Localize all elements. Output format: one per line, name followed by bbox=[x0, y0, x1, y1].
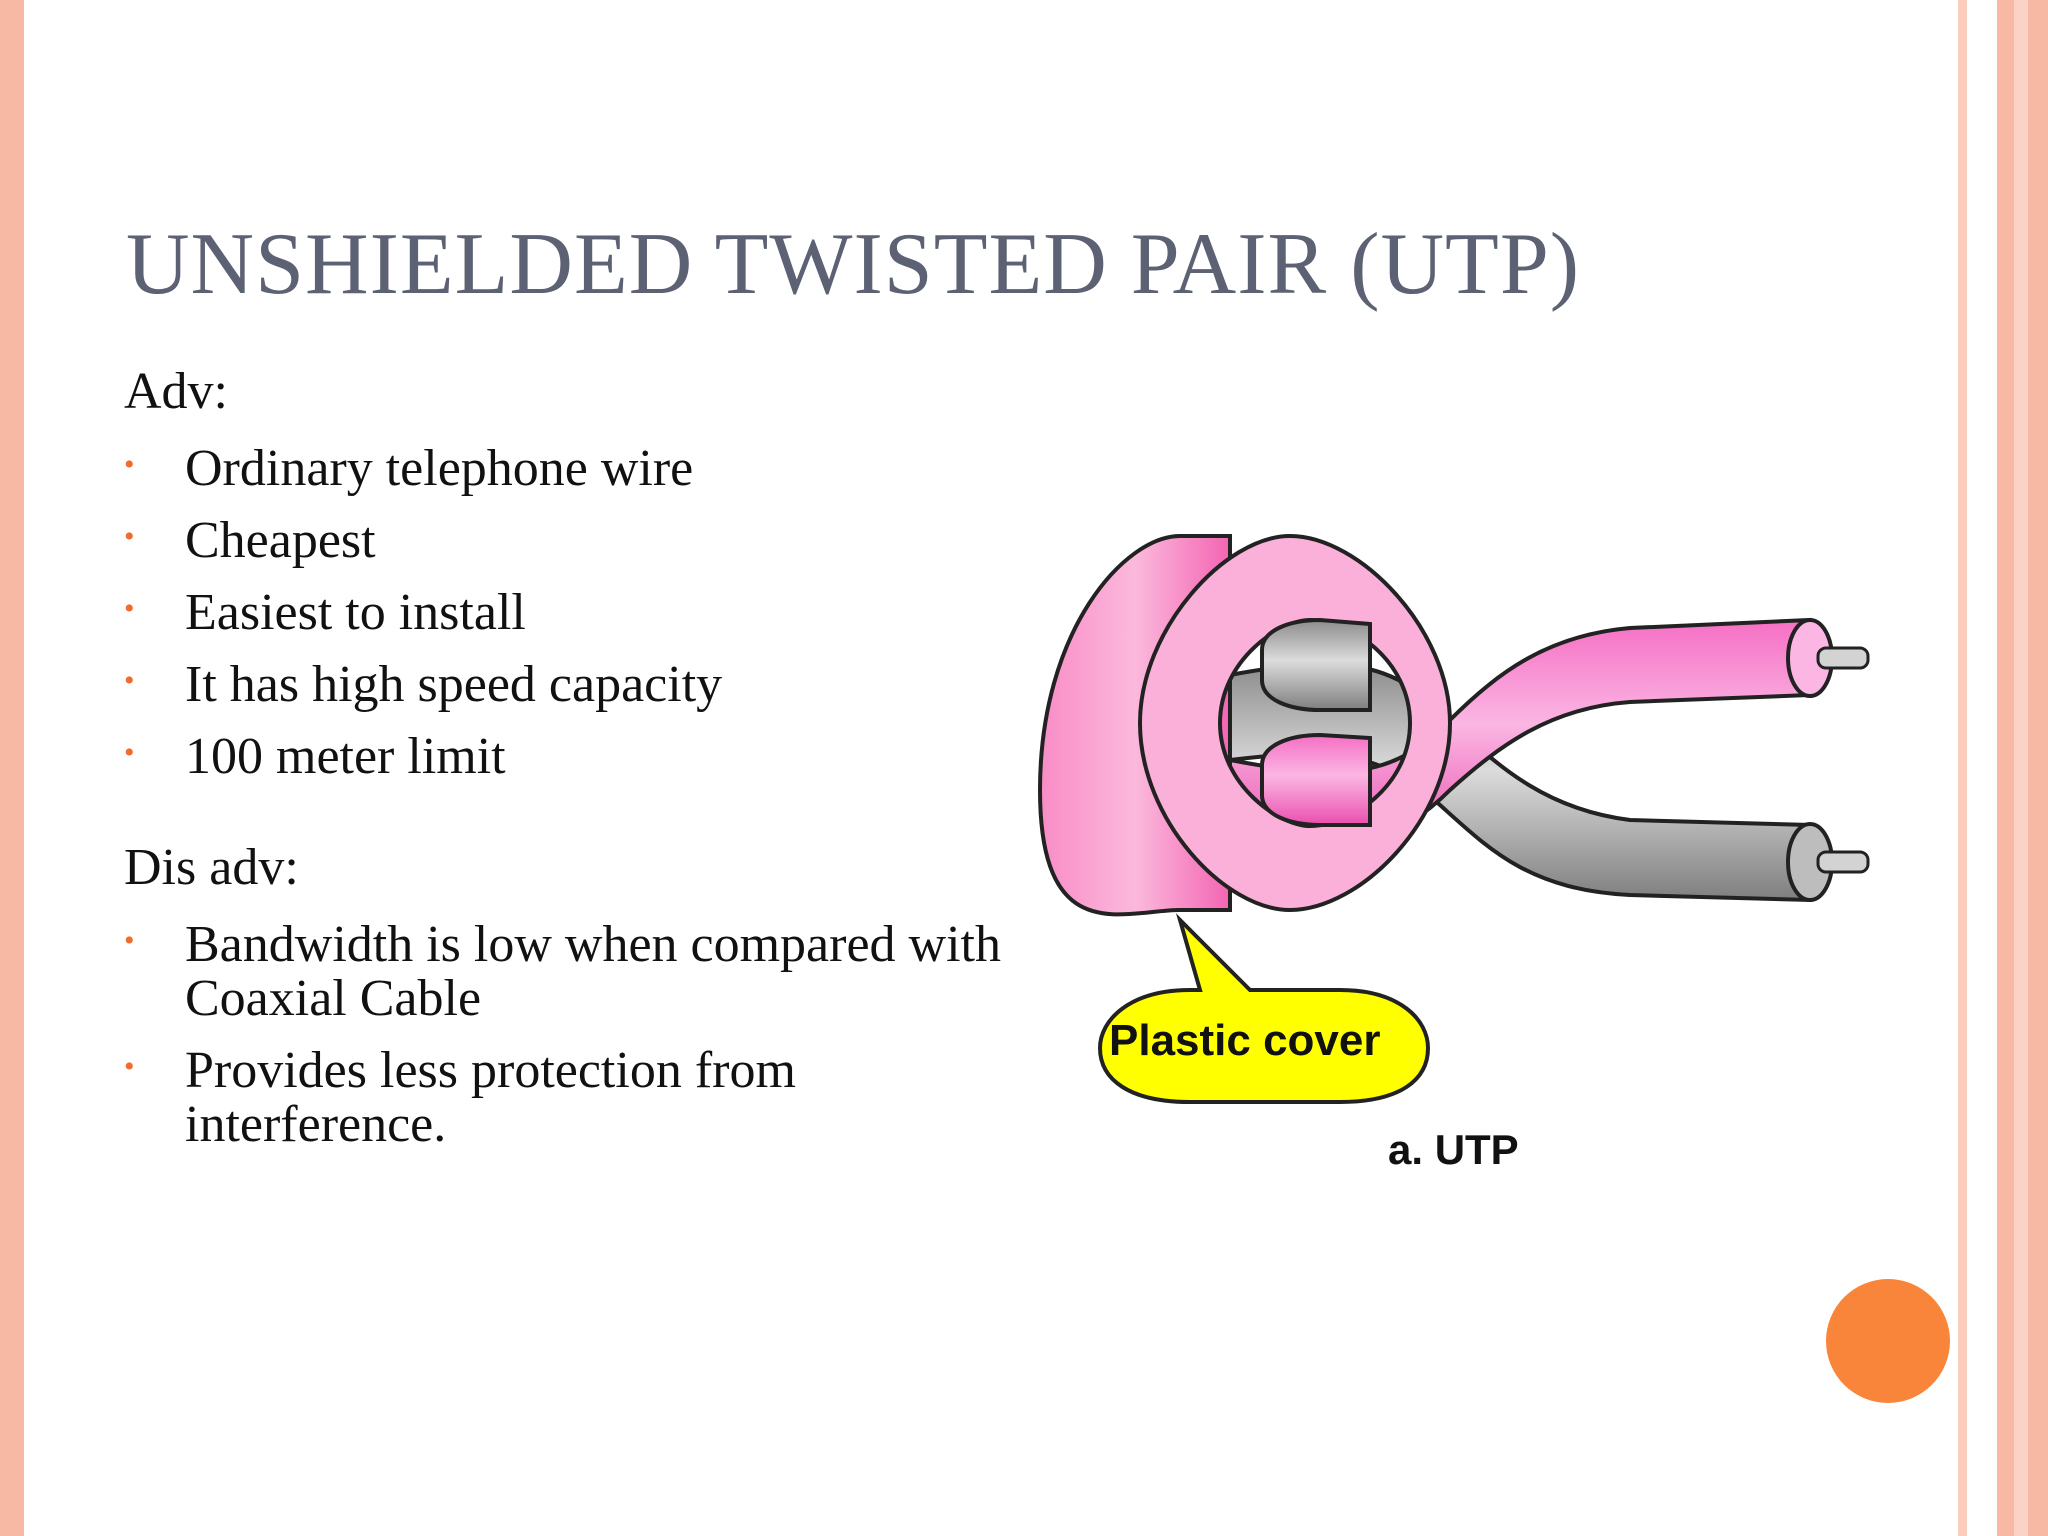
utp-cable-illustration bbox=[1037, 533, 1870, 1104]
bullet-icon: • bbox=[124, 448, 135, 481]
bullet-icon: • bbox=[124, 520, 135, 553]
list-item-text: Cheapest bbox=[185, 512, 376, 569]
border-gap bbox=[1967, 0, 1997, 1536]
slide-title: UNSHIELDED TWISTED PAIR (UTP) bbox=[126, 216, 1581, 313]
callout-label: Plastic cover bbox=[1109, 1016, 1381, 1065]
list-item-text: Easiest to install bbox=[185, 584, 526, 641]
gray-wire-inner bbox=[1260, 617, 1372, 712]
list-item: • Bandwidth is low when compared with Coa… bbox=[124, 918, 1004, 1026]
list-item-text: 100 meter limit bbox=[185, 728, 506, 785]
list-item: • It has high speed capacity bbox=[124, 658, 1004, 712]
list-item: • Cheapest bbox=[124, 514, 1004, 568]
border-stripe bbox=[2014, 0, 2028, 1536]
figure-caption: a. UTP bbox=[1388, 1126, 1519, 1173]
advantages-list: • Ordinary telephone wire • Cheapest • Easi… bbox=[124, 442, 1004, 784]
accent-circle bbox=[1826, 1279, 1950, 1403]
pink-conductor bbox=[1816, 646, 1870, 670]
disadvantages-heading: Dis adv: bbox=[124, 839, 299, 896]
gray-conductor bbox=[1816, 850, 1870, 874]
bullet-icon: • bbox=[124, 924, 135, 957]
list-item-text: It has high speed capacity bbox=[185, 656, 723, 713]
list-item: • Easiest to install bbox=[124, 586, 1004, 640]
slide-border-left bbox=[0, 0, 24, 1536]
list-item-text: Provides less protection from interferen… bbox=[185, 1042, 796, 1153]
bullet-icon: • bbox=[124, 592, 135, 625]
disadvantages-list: • Bandwidth is low when compared with Coa… bbox=[124, 918, 1004, 1152]
bullet-icon: • bbox=[124, 1050, 135, 1083]
callout-bubble bbox=[1097, 913, 1431, 1104]
content-text: Adv: • Ordinary telephone wire • Cheapest … bbox=[124, 360, 1004, 1152]
list-item-text: Ordinary telephone wire bbox=[185, 440, 694, 497]
border-stripe bbox=[1958, 0, 1967, 1536]
list-item: • Provides less protection from interfere… bbox=[124, 1044, 1004, 1152]
list-item: • 100 meter limit bbox=[124, 730, 1004, 784]
bullet-icon: • bbox=[124, 664, 135, 697]
bullet-icon: • bbox=[124, 736, 135, 769]
list-item: • Ordinary telephone wire bbox=[124, 442, 1004, 496]
slide-border-right bbox=[1958, 0, 2048, 1536]
pink-wire-inner bbox=[1260, 732, 1372, 827]
advantages-heading: Adv: bbox=[124, 363, 228, 420]
list-item-text: Bandwidth is low when compared with Coax… bbox=[185, 916, 1001, 1027]
